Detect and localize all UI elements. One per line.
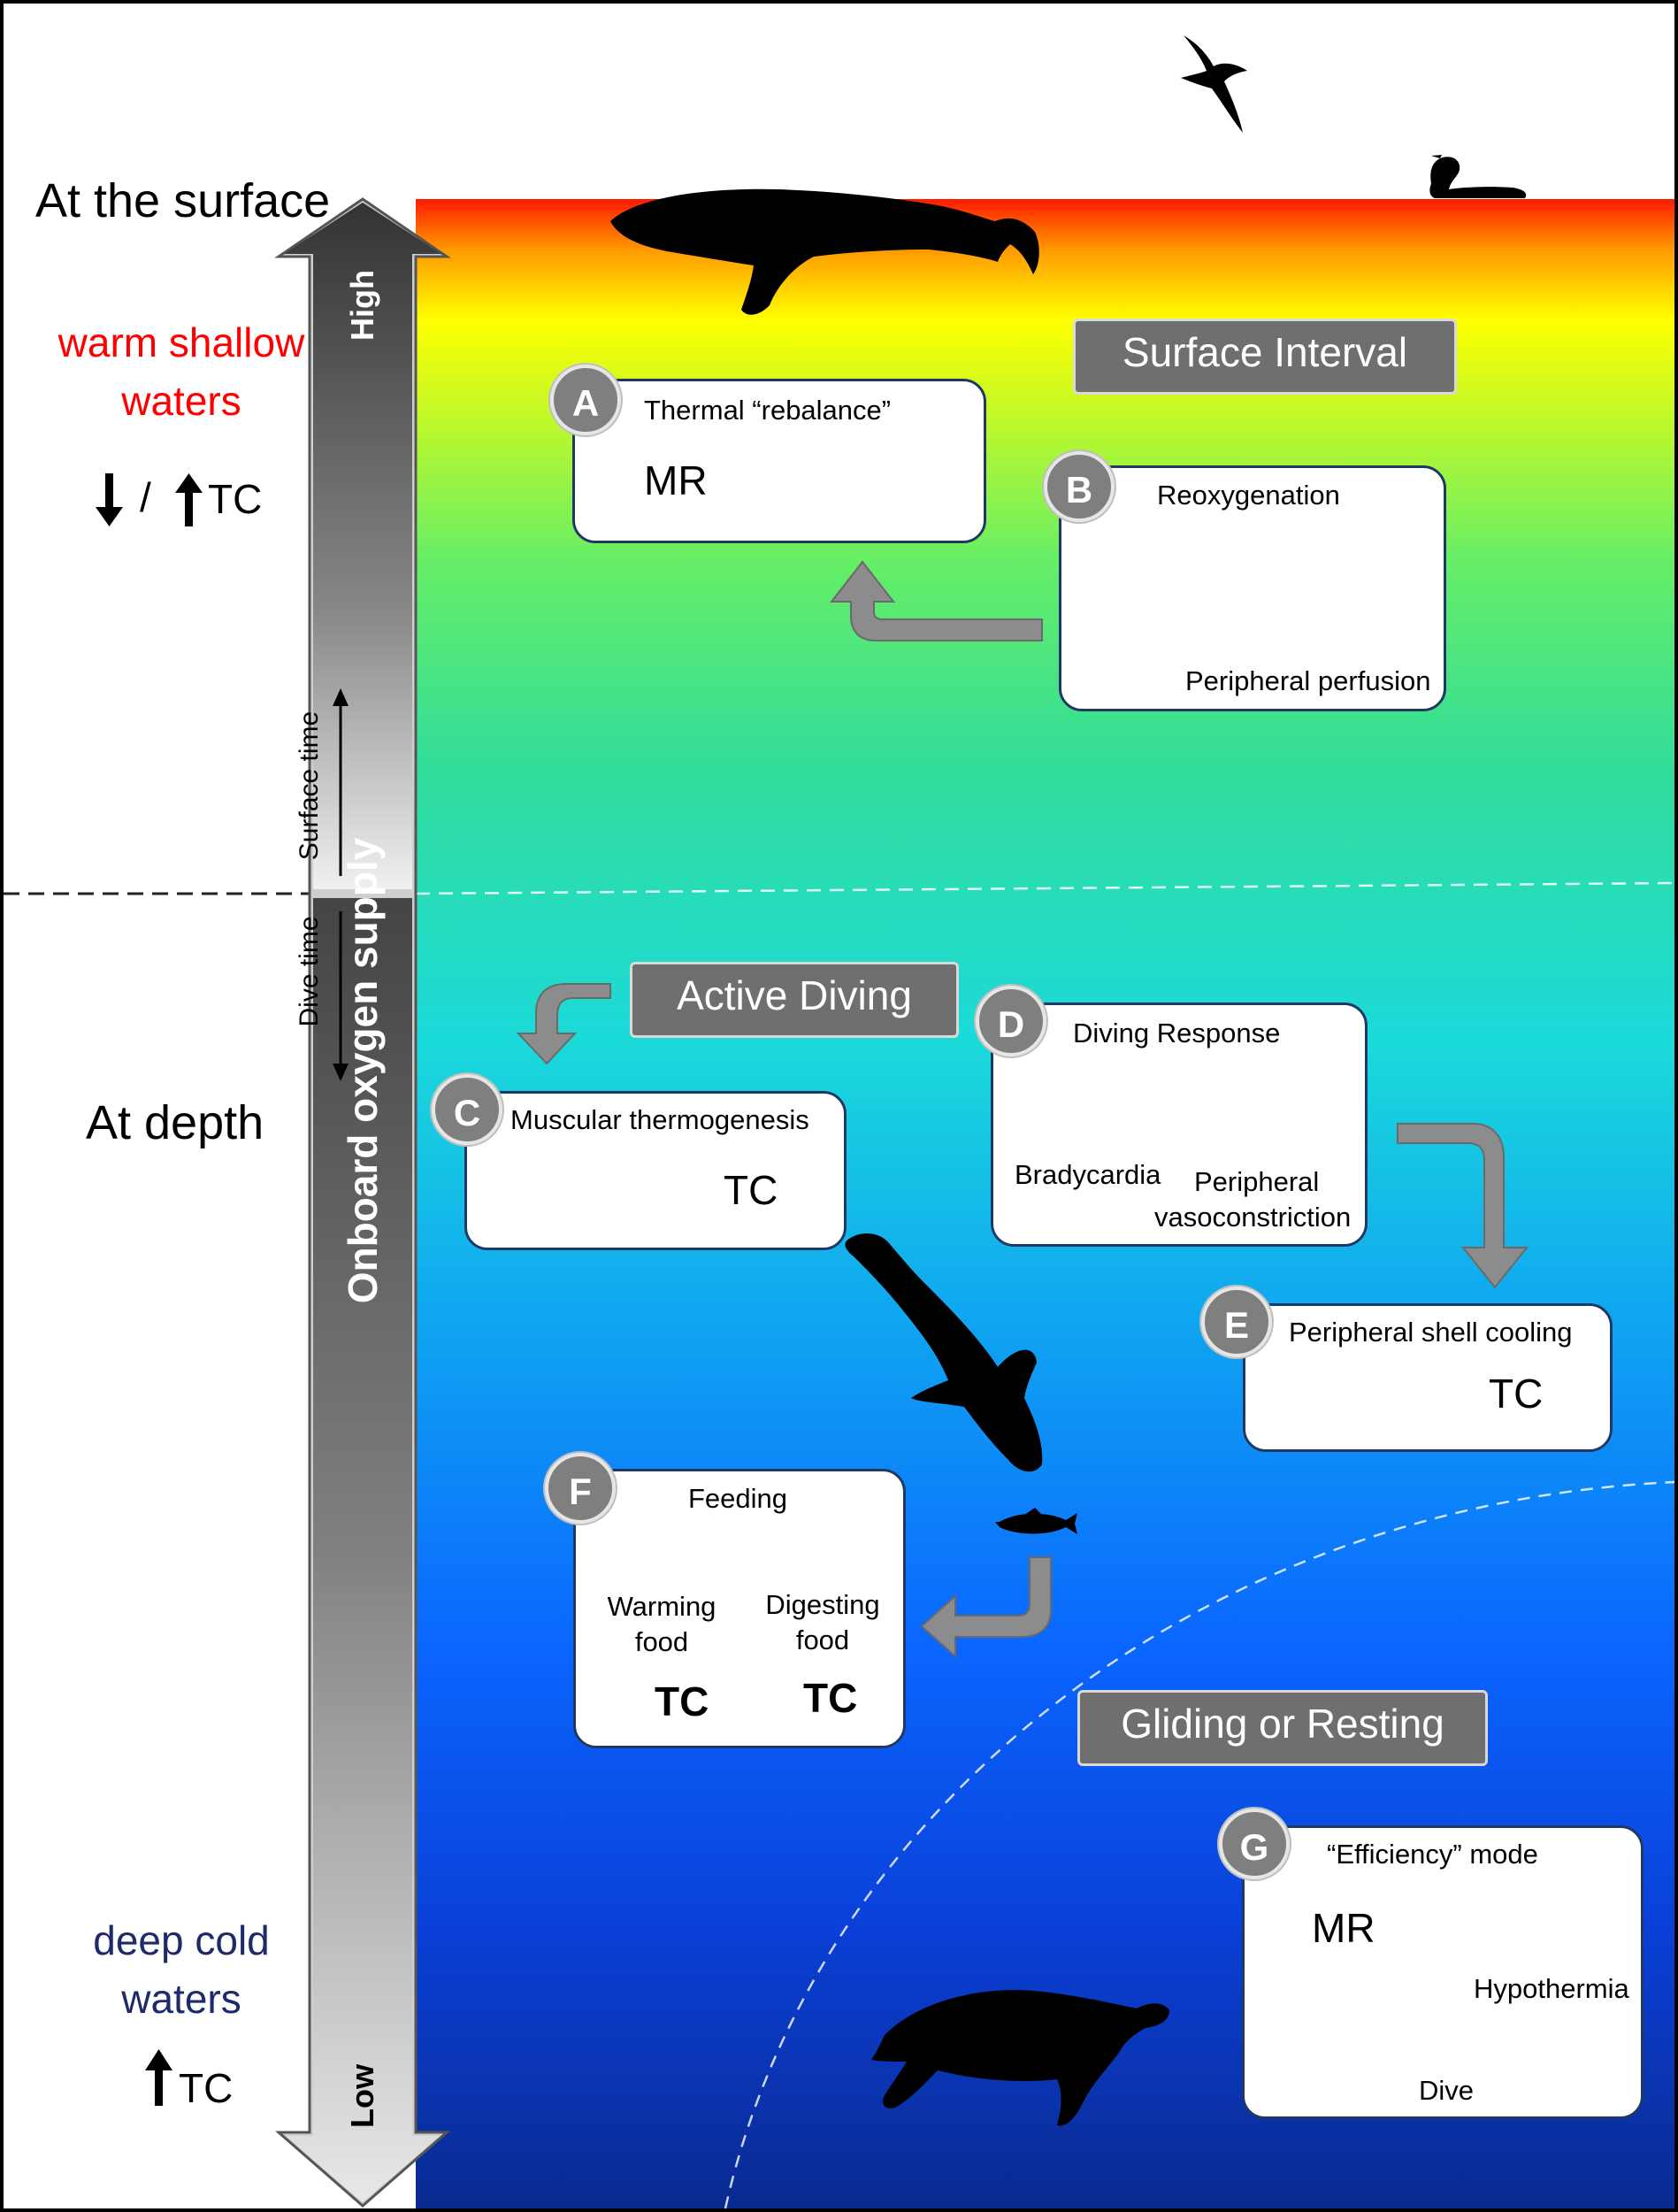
box-e-title: Peripheral shell cooling: [1289, 1317, 1573, 1348]
connector-fish-to-f: [920, 1556, 1052, 1659]
cold-waters-line1: deep cold: [93, 1917, 270, 1963]
box-f-warming-food: food: [634, 1626, 689, 1657]
oxygen-arrow-lower: [286, 898, 440, 2202]
box-b-reoxygenation: [1059, 465, 1446, 711]
seal-silhouette: [845, 1233, 1043, 1472]
surface-time-label: Surface time: [295, 710, 324, 861]
depth-title: At depth: [86, 1096, 264, 1149]
box-d-vasoconstriction: vasoconstriction: [1154, 1202, 1352, 1233]
box-f-title: Feeding: [688, 1483, 788, 1514]
oxygen-low-label: Low: [344, 2064, 380, 2128]
warm-up-arrow-icon: [175, 473, 203, 526]
box-f-tc-up: TC: [655, 1678, 709, 1724]
box-d-bradycardia: Bradycardia: [1015, 1159, 1161, 1190]
connector-d-to-e: [1397, 1123, 1529, 1289]
warm-down-arrow-icon: [96, 473, 123, 526]
connector-b-to-a: [829, 560, 1043, 641]
box-g-letter: G: [1219, 1809, 1290, 1879]
box-b-letter: B: [1044, 451, 1115, 522]
box-g-hypothermia: Hypothermia: [1474, 1973, 1629, 2004]
warm-tc-slash: /: [140, 474, 151, 520]
box-g-efficiency-mode: [1242, 1825, 1644, 2119]
box-c-tc: TC: [724, 1167, 778, 1213]
deep-zone-arc: [724, 1480, 1675, 2209]
warm-tc-label: TC: [208, 476, 263, 522]
box-a-letter: A: [550, 365, 621, 435]
box-c-muscular-thermogenesis: [464, 1091, 847, 1250]
box-d-diving-response: [991, 1002, 1368, 1247]
prey-fish-icon: [995, 1508, 1077, 1534]
cold-waters-line2: waters: [121, 1976, 241, 2022]
box-e-peripheral-shell-cooling: [1243, 1303, 1613, 1452]
box-c-title: Muscular thermogenesis: [510, 1104, 809, 1135]
box-e-letter: E: [1201, 1286, 1272, 1357]
box-f-feeding: [573, 1469, 906, 1748]
cold-up-arrow-icon: [145, 2049, 172, 2106]
box-f-tc-down: TC: [803, 1675, 858, 1721]
oxygen-high-label: High: [344, 270, 380, 341]
turtle-silhouette: [871, 1990, 1169, 2126]
box-g-title: “Efficiency” mode: [1327, 1839, 1538, 1870]
box-g-mr: MR: [1312, 1905, 1375, 1951]
dive-time-label: Dive time: [295, 916, 324, 1027]
oxygen-arrow-upper: [284, 203, 441, 889]
box-a-mr: MR: [644, 457, 708, 503]
whale-silhouette: [610, 188, 1039, 315]
bird-silhouette: [1181, 35, 1247, 133]
box-g-dive: Dive: [1419, 2075, 1475, 2106]
surface-title: At the surface: [35, 174, 331, 227]
box-b-title: Reoxygenation: [1157, 480, 1340, 511]
oxygen-supply-label: Onboard oxygen supply: [340, 837, 386, 1304]
cold-tc-label: TC: [179, 2065, 234, 2111]
box-f-digesting: Digesting: [765, 1589, 880, 1620]
box-d-peripheral: Peripheral: [1194, 1166, 1320, 1197]
box-a-title: Thermal “rebalance”: [644, 395, 892, 426]
box-e-tc: TC: [1489, 1371, 1544, 1417]
box-d-title: Diving Response: [1073, 1018, 1281, 1048]
box-a-thermal-rebalance: [572, 379, 986, 543]
connector-active-to-c: [516, 983, 611, 1065]
phase-gliding-resting: Gliding or Resting: [1077, 1690, 1488, 1766]
warm-waters-line1: warm shallow: [57, 319, 305, 365]
box-c-letter: C: [432, 1074, 502, 1145]
warm-waters-line2: waters: [121, 378, 241, 424]
box-d-letter: D: [976, 986, 1046, 1056]
divider-ocean: [415, 881, 1675, 895]
phase-surface-interval: Surface Interval: [1073, 319, 1457, 395]
box-f-digesting-food: food: [795, 1624, 850, 1655]
box-f-warming: Warming: [607, 1591, 716, 1622]
phase-active-diving: Active Diving: [630, 962, 959, 1038]
box-b-caption: Peripheral perfusion: [1185, 665, 1431, 696]
cormorant-silhouette: [1429, 155, 1527, 198]
box-f-letter: F: [545, 1453, 616, 1524]
